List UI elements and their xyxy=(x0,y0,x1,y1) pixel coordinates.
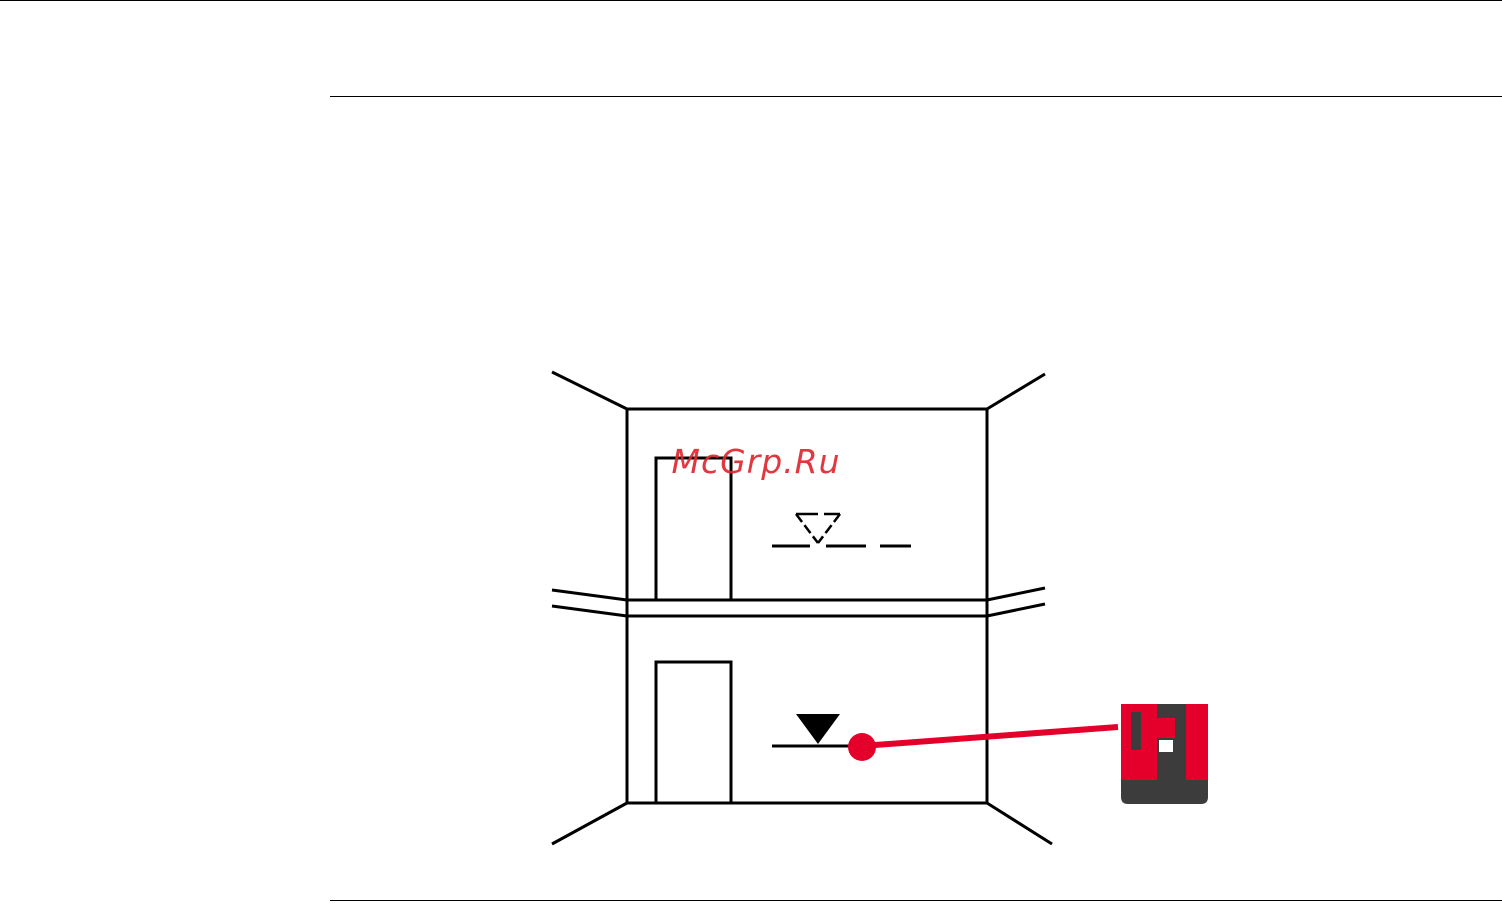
device-red-middle xyxy=(1157,718,1175,738)
target-triangle xyxy=(796,714,840,744)
laser-line xyxy=(862,727,1118,746)
corner-line-top-left xyxy=(552,372,627,409)
device-window-left xyxy=(1131,712,1141,750)
reference-triangle-left xyxy=(796,514,818,543)
laser-beam xyxy=(848,727,1118,761)
target-level-icon xyxy=(772,714,850,746)
corner-line-bottom-left xyxy=(552,803,627,844)
corner-line-top-right xyxy=(987,374,1045,409)
doors xyxy=(656,458,731,803)
watermark-text: McGrp.Ru xyxy=(671,442,840,481)
reference-level-icon xyxy=(772,514,911,546)
reference-triangle-right xyxy=(818,514,840,543)
slab-line-left-top xyxy=(552,590,627,600)
lower-door xyxy=(656,662,731,803)
device-window-top xyxy=(1176,708,1186,718)
laser-dot-icon xyxy=(848,733,876,761)
corner-line-bottom-right xyxy=(987,803,1052,844)
laser-device-icon xyxy=(1121,704,1208,804)
slab-line-right-bottom xyxy=(987,604,1045,616)
device-red-right xyxy=(1186,704,1208,780)
slab-line-left-bottom xyxy=(552,606,627,616)
slab-line-right-top xyxy=(987,588,1045,600)
device-aperture xyxy=(1159,740,1173,752)
